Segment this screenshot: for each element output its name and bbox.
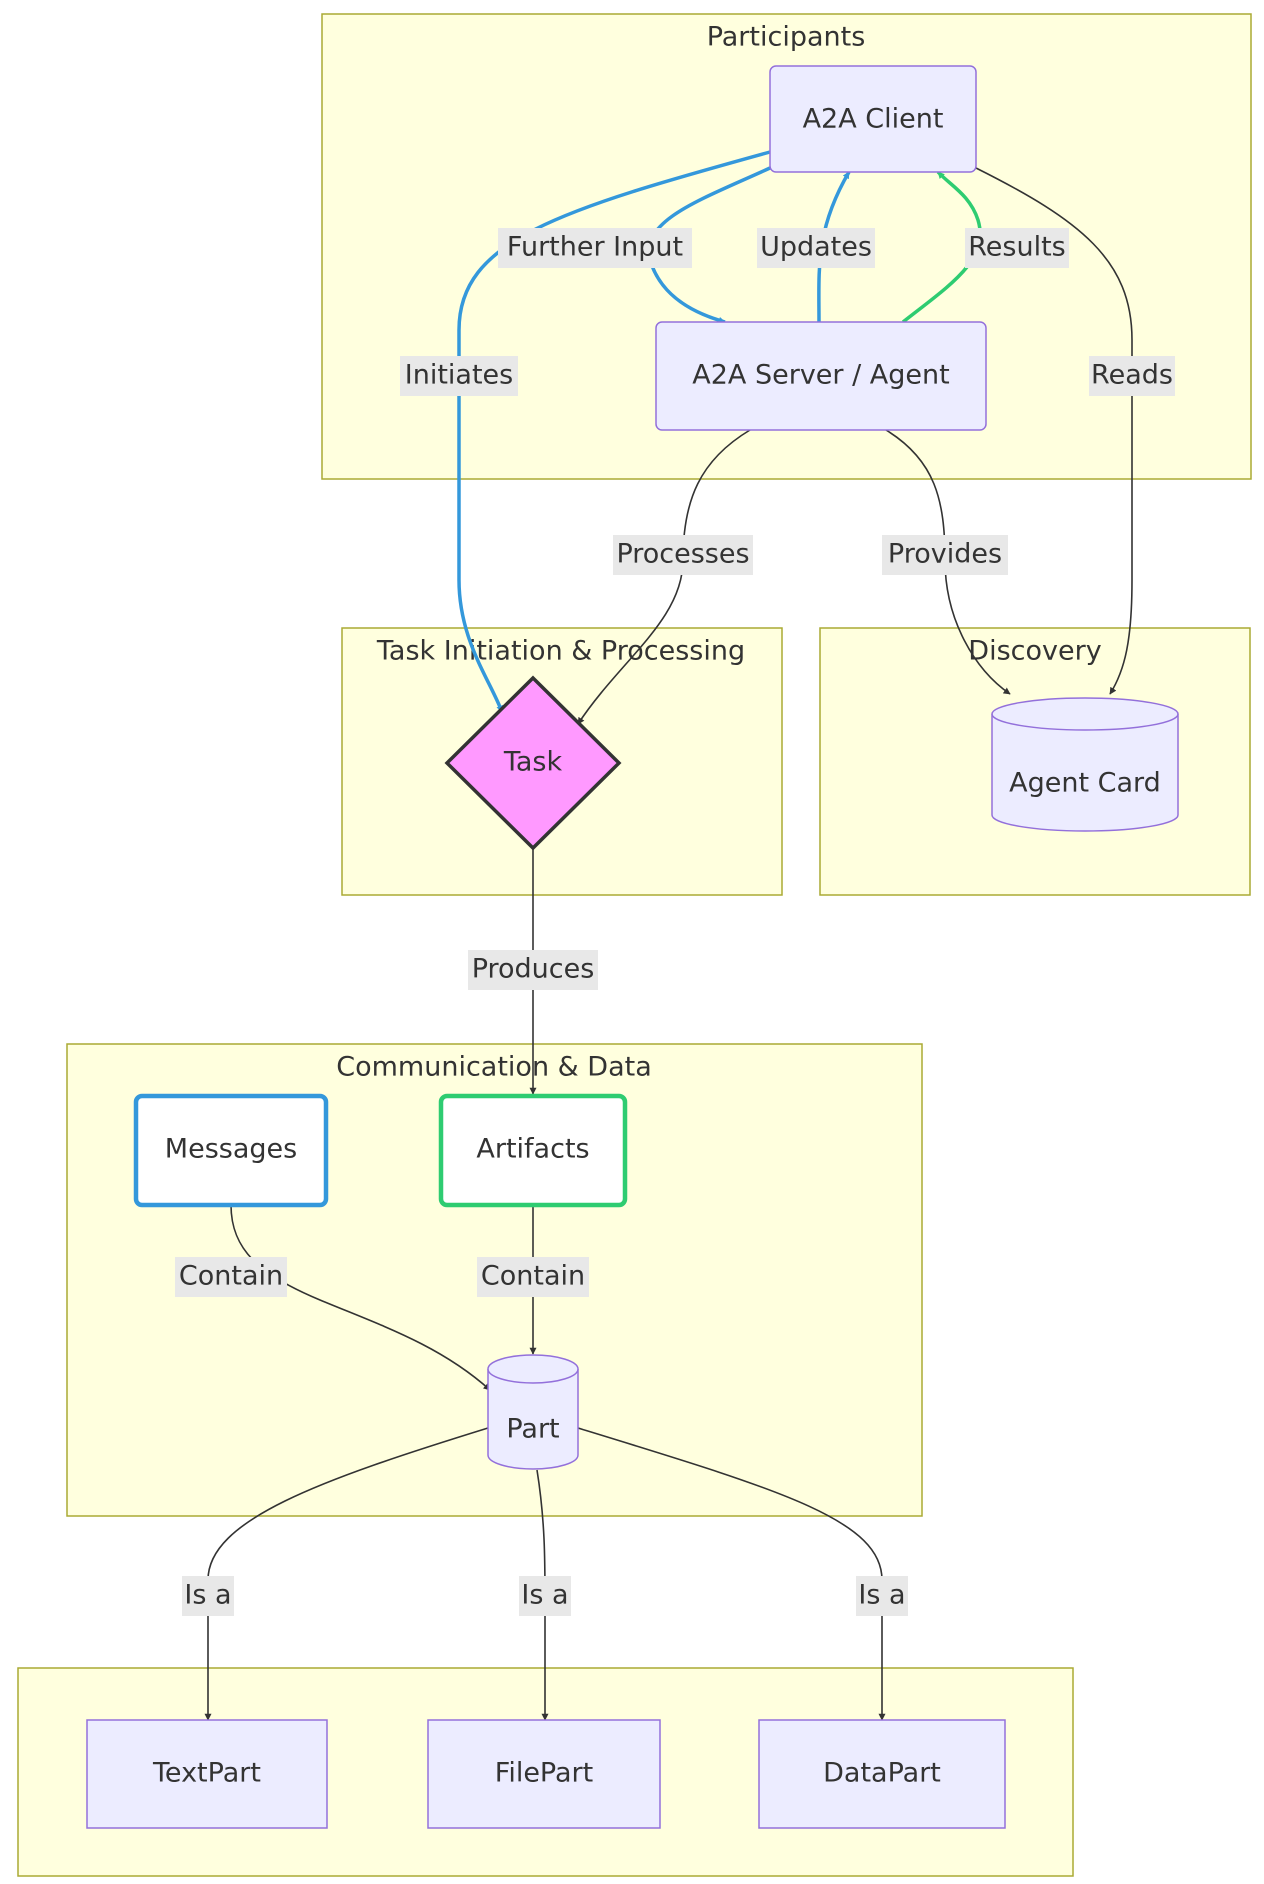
edge-label-is-a-data: Is a [858,1580,905,1611]
node-task[interactable]: Task [444,675,622,851]
node-a2a-server[interactable]: A2A Server / Agent [655,321,987,431]
node-a2a-client-label: A2A Client [803,104,944,135]
node-artifacts[interactable]: Artifacts [438,1093,628,1208]
edge-messages-contain [230,1204,491,1391]
node-artifacts-label: Artifacts [476,1134,589,1165]
edge-label-provides: Provides [888,539,1002,570]
edge-label-processes: Processes [616,539,749,570]
node-agent-card-label: Agent Card [1009,768,1161,799]
cluster-task-processing-title: Task Initiation & Processing [376,636,745,667]
node-part[interactable]: Part [487,1354,579,1470]
edge-label-is-a-text: Is a [184,1580,231,1611]
node-text-part-label: TextPart [152,1758,261,1789]
edge-label-updates: Updates [760,232,872,263]
node-text-part[interactable]: TextPart [86,1719,328,1829]
edges [204,150,1133,1721]
edge-reads [975,167,1133,695]
node-data-part[interactable]: DataPart [758,1719,1006,1829]
edge-label-is-a-file: Is a [521,1580,568,1611]
node-messages[interactable]: Messages [133,1093,329,1208]
edge-labels: Further Input Updates Results Initiates … [175,228,1175,1616]
edge-is-a-data [577,1427,886,1721]
cluster-participants-title: Participants [707,22,866,53]
edge-label-reads: Reads [1091,360,1173,391]
edge-label-results: Results [968,232,1066,263]
node-data-part-label: DataPart [823,1758,941,1789]
cluster-communication-title: Communication & Data [336,1052,652,1083]
node-a2a-server-label: A2A Server / Agent [692,360,949,391]
node-file-part-label: FilePart [495,1758,593,1789]
node-part-label: Part [506,1414,559,1445]
edge-label-produces: Produces [472,954,595,985]
node-file-part[interactable]: FilePart [427,1719,661,1829]
edge-label-initiates: Initiates [405,360,513,391]
edge-is-a-text [204,1427,489,1721]
edge-label-further-input: Further Input [507,232,683,263]
node-a2a-client[interactable]: A2A Client [769,65,977,173]
cluster-discovery-title: Discovery [968,636,1101,667]
edge-initiates [457,150,771,713]
node-messages-label: Messages [165,1134,297,1165]
node-task-label: Task [503,747,563,778]
edge-label-messages-contain: Contain [179,1261,283,1292]
edge-label-artifacts-contain: Contain [481,1261,585,1292]
node-agent-card[interactable]: Agent Card [991,697,1179,832]
